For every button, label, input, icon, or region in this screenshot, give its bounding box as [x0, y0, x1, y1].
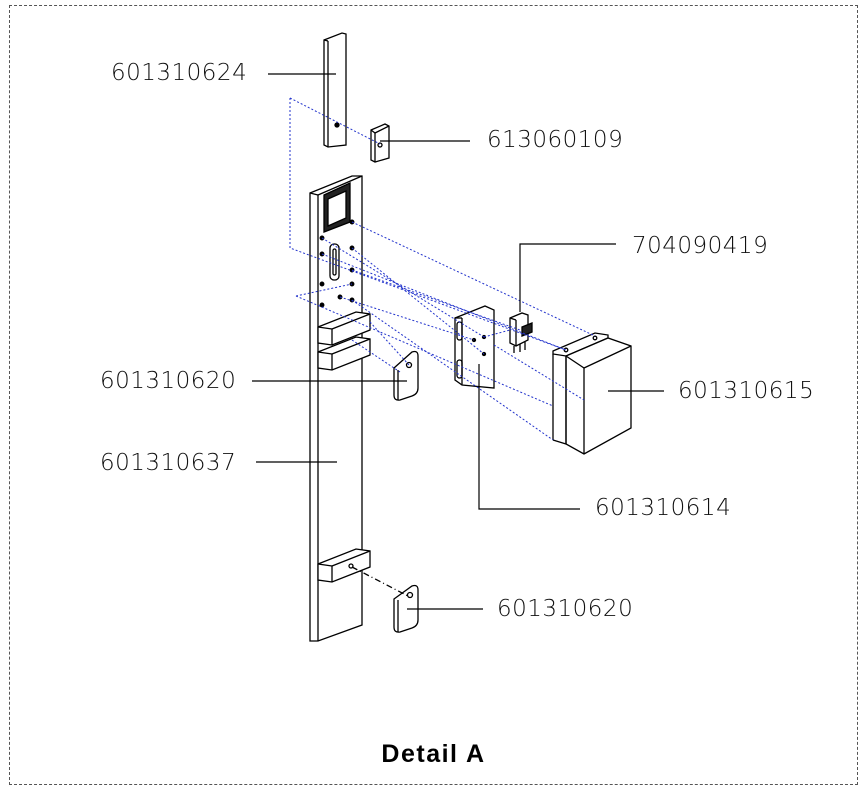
alignment-centerline — [351, 566, 409, 597]
drawing-frame — [9, 5, 858, 785]
part-label-613060109: 613060109 — [487, 127, 624, 153]
part-label-704090419: 704090419 — [632, 233, 769, 259]
projection-lines — [289, 97, 596, 441]
leader-lines — [252, 73, 664, 610]
part-pad-lower — [393, 584, 419, 633]
detail-title: Detail A — [381, 740, 486, 768]
part-block-small — [370, 123, 390, 163]
part-upper-blocks — [317, 311, 371, 371]
part-pad-upper — [393, 350, 419, 401]
part-box — [552, 332, 632, 455]
part-label-601310637: 601310637 — [100, 450, 237, 476]
part-label-601310620-upper: 601310620 — [100, 368, 237, 394]
part-label-601310624: 601310624 — [111, 60, 248, 86]
part-label-601310620-lower: 601310620 — [497, 596, 634, 622]
part-lower-block — [317, 548, 371, 583]
part-label-601310614: 601310614 — [595, 495, 732, 521]
part-strip-top — [323, 32, 347, 148]
part-label-601310615: 601310615 — [678, 378, 815, 404]
part-long-plate — [309, 175, 363, 642]
